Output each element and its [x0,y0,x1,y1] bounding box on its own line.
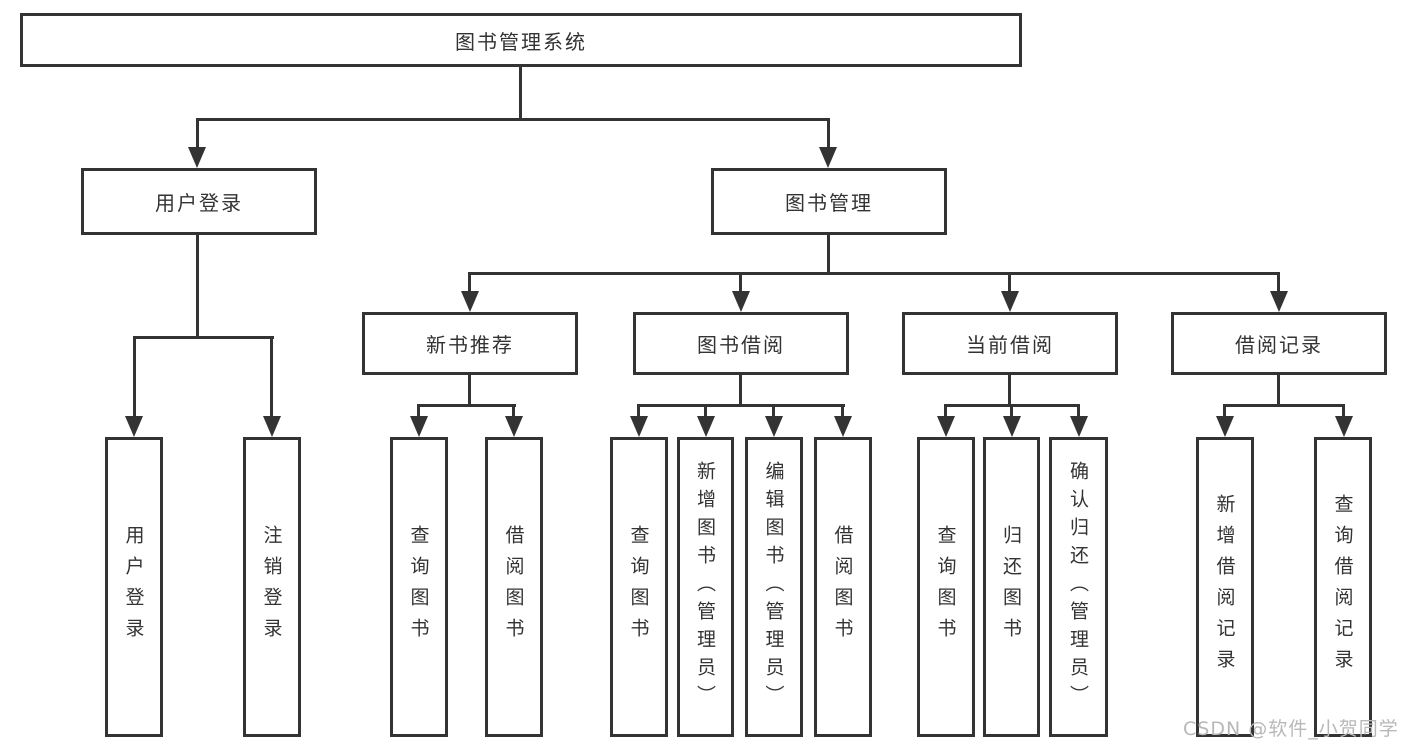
arrowhead-g4c1 [1003,416,1021,437]
connector-root-hbar [196,118,830,121]
connector-g3c0-drop [637,404,640,417]
connector-book-mgmt-hbar [468,272,1280,275]
connector-g5c0-drop [1223,404,1226,417]
node-borrow-records-label: 借阅记录 [1235,333,1323,357]
node-leaf-borrow-books-label: 借阅图书 [831,525,854,649]
arrowhead-new-book [461,291,479,312]
node-book-management-label: 图书管理 [785,191,873,215]
connector-g4c2-drop [1077,404,1080,417]
connector-g3c1-drop [704,404,707,417]
node-leaf-logout-label: 注销登录 [260,525,283,649]
node-leaf-add-borrow-record: 新增借阅记录 [1196,437,1254,737]
arrowhead-g4c0 [937,416,955,437]
node-user-login: 用户登录 [81,168,317,235]
arrowhead-g2c0 [410,416,428,437]
connector-book-mgmt-stub [827,235,830,275]
node-leaf-add-borrow-record-label: 新增借阅记录 [1213,494,1236,680]
connector-book-mgmt-drop [827,118,830,148]
connector-new-book-drop [468,272,471,294]
connector-user-login-drop [196,118,199,148]
node-current-borrowing-label: 当前借阅 [966,333,1054,357]
node-leaf-return-books: 归还图书 [983,437,1040,737]
connector-leaf-logout-drop [270,336,273,417]
connector-g3c3-drop [841,404,844,417]
connector-borrow-drop [739,272,742,294]
node-leaf-edit-book-admin-label: 编辑图书（管理员） [762,461,785,713]
node-book-borrowing: 图书借阅 [633,312,849,375]
node-new-book-recommend: 新书推荐 [362,312,578,375]
node-leaf-confirm-return-admin: 确认归还（管理员） [1049,437,1108,737]
node-leaf-query-books-borrow-label: 查询图书 [627,525,650,649]
watermark: CSDN @软件_小贺同学 [1183,718,1399,740]
connector-root-stub [519,65,522,121]
node-leaf-borrow-books-recommend: 借阅图书 [485,437,543,737]
arrowhead-current [1001,291,1019,312]
node-leaf-add-book-admin: 新增图书（管理员） [677,437,734,737]
node-leaf-add-book-admin-label: 新增图书（管理员） [694,461,716,713]
node-library-system: 图书管理系统 [20,13,1022,67]
connector-g2c0-drop [417,404,420,417]
node-leaf-query-books-recommend: 查询图书 [390,437,448,737]
connector-g2c1-drop [512,404,515,417]
connector-current-drop [1008,272,1011,294]
connector-new-book-stub [468,375,471,407]
node-leaf-logout: 注销登录 [243,437,301,737]
arrowhead-g5c0 [1216,416,1234,437]
arrowhead-g4c2 [1070,416,1088,437]
node-leaf-return-books-label: 归还图书 [1000,525,1022,649]
node-leaf-user-login-label: 用户登录 [122,525,145,649]
node-leaf-user-login: 用户登录 [105,437,163,737]
connector-g4c0-drop [944,404,947,417]
node-leaf-query-books-current: 查询图书 [917,437,975,737]
arrowhead-book-mgmt [819,147,837,168]
node-leaf-query-books-borrow: 查询图书 [610,437,668,737]
arrowhead-g3c2 [765,416,783,437]
node-new-book-recommend-label: 新书推荐 [426,333,514,357]
node-user-login-label: 用户登录 [155,191,243,215]
connector-user-login-stub [196,235,199,338]
connector-g5c1-drop [1342,404,1345,417]
arrowhead-borrow [732,291,750,312]
arrowhead-g2c1 [505,416,523,437]
connector-g3c2-drop [772,404,775,417]
connector-records-stub [1277,375,1280,407]
node-leaf-query-books-current-label: 查询图书 [934,525,957,649]
connector-current-stub [1008,375,1011,407]
node-current-borrowing: 当前借阅 [902,312,1118,375]
node-book-management: 图书管理 [711,168,947,235]
arrowhead-records [1270,291,1288,312]
node-leaf-edit-book-admin: 编辑图书（管理员） [745,437,803,737]
node-borrow-records: 借阅记录 [1171,312,1387,375]
arrowhead-g3c0 [630,416,648,437]
connector-new-book-hbar [417,404,516,407]
node-library-system-label: 图书管理系统 [455,29,587,54]
node-leaf-borrow-books: 借阅图书 [814,437,872,737]
node-leaf-query-borrow-record-label: 查询借阅记录 [1331,494,1354,680]
connector-user-login-hbar [133,336,274,339]
node-leaf-borrow-books-recommend-label: 借阅图书 [502,525,525,649]
node-book-borrowing-label: 图书借阅 [697,333,785,357]
connector-records-drop [1277,272,1280,294]
arrowhead-g3c1 [697,416,715,437]
node-leaf-query-books-recommend-label: 查询图书 [407,525,430,649]
node-leaf-confirm-return-admin-label: 确认归还（管理员） [1067,461,1089,713]
arrowhead-leaf-logout [263,416,281,437]
arrowhead-leaf-login [125,416,143,437]
arrowhead-g5c1 [1335,416,1353,437]
connector-borrow-stub [739,375,742,407]
connector-leaf-login-drop [133,336,136,417]
arrowhead-g3c3 [834,416,852,437]
node-leaf-query-borrow-record: 查询借阅记录 [1314,437,1372,737]
connector-borrow-hbar [637,404,845,407]
connector-g4c1-drop [1010,404,1013,417]
connector-records-hbar [1223,404,1345,407]
arrowhead-user-login [188,147,206,168]
